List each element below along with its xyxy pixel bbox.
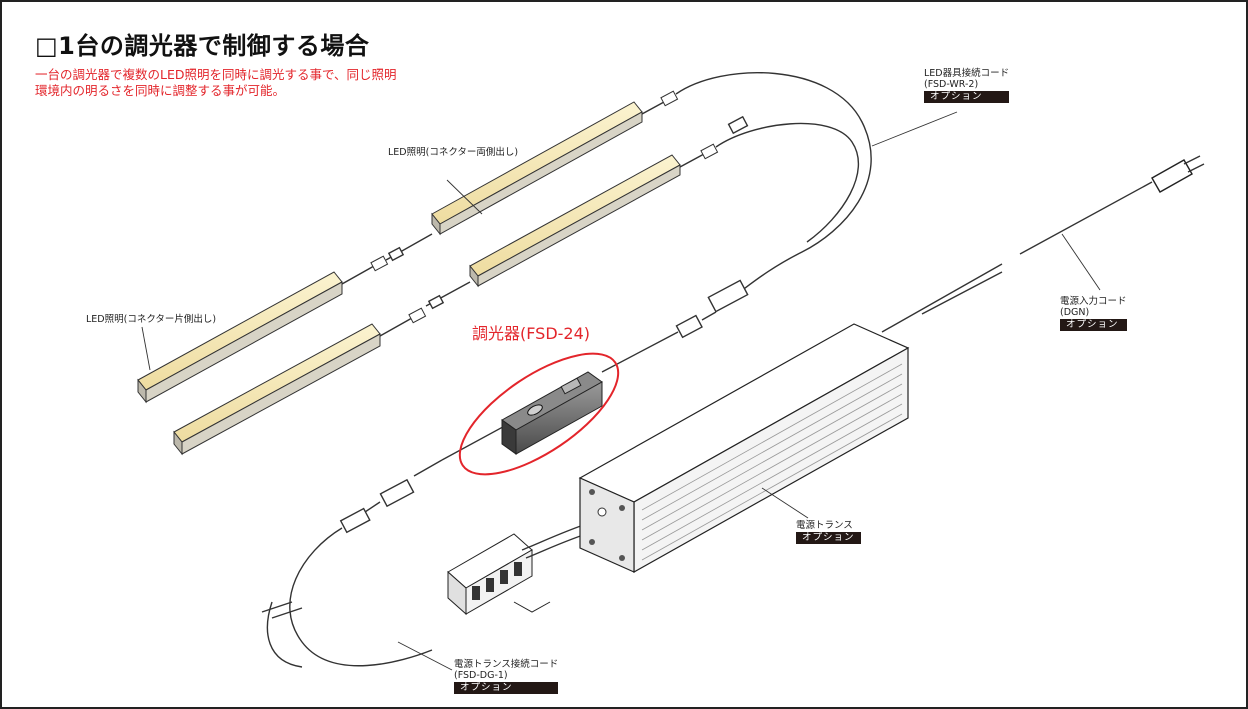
power-input-cord: [881, 155, 1205, 333]
description-line-1: 一台の調光器で複数のLED照明を同時に調光する事で、同じ照明: [35, 67, 397, 82]
description: 一台の調光器で複数のLED照明を同時に調光する事で、同じ照明 環境内の明るさを同…: [35, 67, 505, 99]
trans-cord-option-badge: オプション: [454, 682, 559, 694]
led-bar-one-2: [173, 307, 427, 456]
dimmer-unit: [501, 371, 603, 455]
bar-links: [385, 233, 471, 310]
trans-cord-name: 電源トランス接続コード: [454, 659, 559, 670]
description-line-2: 環境内の明るさを同時に調整する事が可能。: [35, 83, 286, 98]
led-cord: [675, 72, 872, 313]
label-power-cord: 電源入力コード (DGN) オプション: [1060, 296, 1127, 331]
led-cord-option-badge: オプション: [924, 91, 1010, 103]
label-trans-cord: 電源トランス接続コード (FSD-DG-1) オプション: [454, 659, 559, 694]
leader-lines: [141, 111, 1101, 671]
label-led-one: LED照明(コネクター片側出し): [86, 314, 216, 325]
dimmer-highlight-ring: [458, 352, 620, 476]
power-cord-option-badge: オプション: [1060, 319, 1127, 331]
power-cord-model: (DGN): [1060, 307, 1090, 318]
power-transformer: [578, 323, 910, 574]
label-transformer: 電源トランス オプション: [796, 520, 861, 544]
terminal-block: [447, 533, 551, 616]
transformer-option-badge: オプション: [796, 532, 861, 544]
main-cable: [441, 311, 717, 461]
led-cord-name: LED器具接続コード: [924, 68, 1010, 79]
trans-cord: [261, 459, 443, 668]
led-bar-both-2: [469, 143, 719, 288]
led-one-name: LED照明(コネクター片側出し): [86, 314, 217, 325]
dimmer-label: 調光器(FSD-24): [472, 324, 591, 343]
led-cord-model: (FSD-WR-2): [924, 79, 979, 90]
label-led-both: LED照明(コネクター両側出し): [388, 147, 518, 158]
led-bar-both-1: [431, 90, 679, 236]
label-led-cord: LED器具接続コード (FSD-WR-2) オプション: [924, 68, 1010, 103]
led-bar-one-1: [137, 255, 389, 404]
power-cord-name: 電源入力コード: [1060, 296, 1127, 307]
page-title: □1台の調光器で制御する場合: [35, 32, 370, 60]
trans-cord-model: (FSD-DG-1): [454, 670, 508, 681]
transformer-name: 電源トランス: [796, 520, 853, 531]
led-both-name: LED照明(コネクター両側出し): [388, 147, 519, 158]
